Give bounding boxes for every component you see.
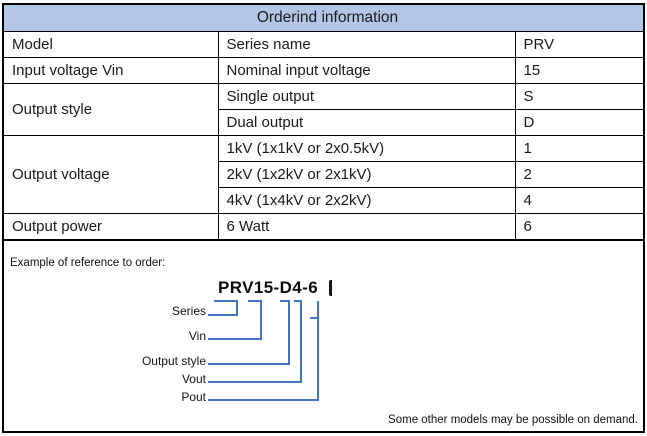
cell-code: 1 [514, 134, 644, 162]
table-row: Dual output D [4, 108, 644, 136]
cell-code: 2 [514, 160, 644, 188]
diagram-label-vout: Vout [181, 372, 206, 386]
diagram-label-series: Series [171, 304, 206, 318]
cell-category: Input voltage Vin [3, 56, 219, 84]
cell-description: 4kV (1x4kV or 2x2kV) [217, 186, 516, 214]
cell-code: 15 [514, 56, 644, 84]
example-caption: Example of reference to order: [10, 257, 166, 269]
table-row: Output style Single output S [3, 82, 644, 136]
outer-border-frame: Orderind information Model Series name P… [2, 3, 645, 433]
cell-category: Model [3, 30, 219, 58]
order-code: PRV15-D4-6 [218, 278, 319, 297]
table-row: 4kV (1x4kV or 2x2kV) 4 [4, 186, 644, 214]
diagram-label-vin: Vin [188, 329, 206, 343]
cell-code: 4 [514, 186, 644, 214]
cell-description: 1kV (1x1kV or 2x0.5kV) [217, 134, 516, 162]
cell-category: Output voltage [3, 134, 219, 214]
cell-code: S [514, 82, 644, 110]
cell-category: Output power [3, 212, 219, 240]
table-row: Output power 6 Watt 6 [3, 212, 644, 240]
cell-code: 6 [514, 212, 644, 240]
cell-description: Series name [217, 30, 516, 58]
cell-description: Nominal input voltage [217, 56, 516, 84]
diagram-label-output-style: Output style [141, 354, 206, 368]
table-title-row: Orderind information [3, 4, 644, 32]
cell-description: Dual output [217, 108, 516, 136]
cell-description: 6 Watt [217, 212, 516, 240]
table-title: Orderind information [3, 4, 644, 32]
table-row: Output voltage 1kV (1x1kV or 2x0.5kV) 1 [3, 134, 644, 214]
ordering-table-section: Orderind information Model Series name P… [3, 4, 644, 241]
cell-description: 2kV (1x2kV or 2x1kV) [217, 160, 516, 188]
cell-category: Output style [3, 82, 219, 136]
cell-description: Single output [217, 82, 516, 110]
clipped-character-artifact [329, 280, 332, 296]
ordering-table: Orderind information Model Series name P… [3, 4, 644, 240]
cell-code: D [514, 108, 644, 136]
cell-code: PRV [514, 30, 644, 58]
table-row: Model Series name PRV [3, 30, 644, 58]
table-row: Input voltage Vin Nominal input voltage … [3, 56, 644, 84]
footnote: Some other models may be possible on dem… [388, 414, 638, 426]
diagram-label-pout: Pout [181, 390, 206, 404]
